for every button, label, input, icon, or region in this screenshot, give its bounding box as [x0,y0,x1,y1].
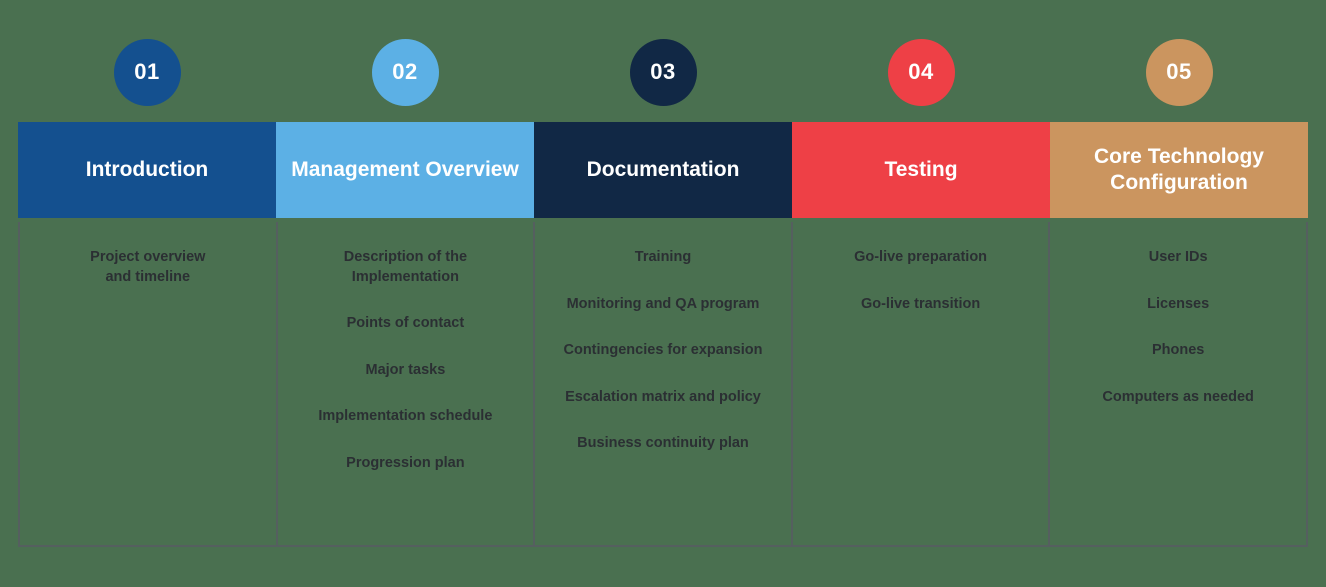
phase-body-item: Monitoring and QA program [566,295,760,312]
phase-body-item: Business continuity plan [577,435,749,452]
badge-cell: 04 [792,38,1050,106]
badge-cell: 01 [18,38,276,106]
phase-body-item: Computers as needed [1102,388,1254,405]
phase-body-item: Licenses [1147,295,1210,312]
phase-body-item: Points of contact [346,315,465,332]
phase-body-item: Go-live preparation [854,249,988,265]
phase-body-item: Implementation schedule [318,408,493,425]
phase-header-bars: Introduction Management Overview Documen… [18,122,1308,218]
phase-body-item: Escalation matrix and policy [565,388,761,405]
phase-badge-05: 05 [1145,38,1213,106]
phase-badge-02: 02 [371,38,439,106]
badge-cell: 03 [534,38,792,106]
phase-header-05: Core Technology Configuration [1050,122,1308,218]
phase-badge-04: 04 [887,38,955,106]
phase-header-01: Introduction [18,122,276,218]
phase-header-04: Testing [792,122,1050,218]
phase-body-item: Progression plan [346,454,465,471]
phase-header-02: Management Overview [276,122,534,218]
phase-body-item: Go-live transition [860,295,981,312]
phase-body-item: Major tasks [365,361,446,378]
phase-badge-03: 03 [629,38,697,106]
badge-cell: 05 [1050,38,1308,106]
phase-body-item: User IDs [1148,249,1208,265]
phase-badge-01: 01 [113,38,181,106]
phase-body-item: Phones [1151,342,1205,359]
phase-number-badges: 01 02 03 04 05 [18,38,1308,106]
phase-body-item: Contingencies for expansion [563,342,763,359]
badge-cell: 02 [276,38,534,106]
phase-body-item: Training [634,249,692,265]
phase-header-03: Documentation [534,122,792,218]
